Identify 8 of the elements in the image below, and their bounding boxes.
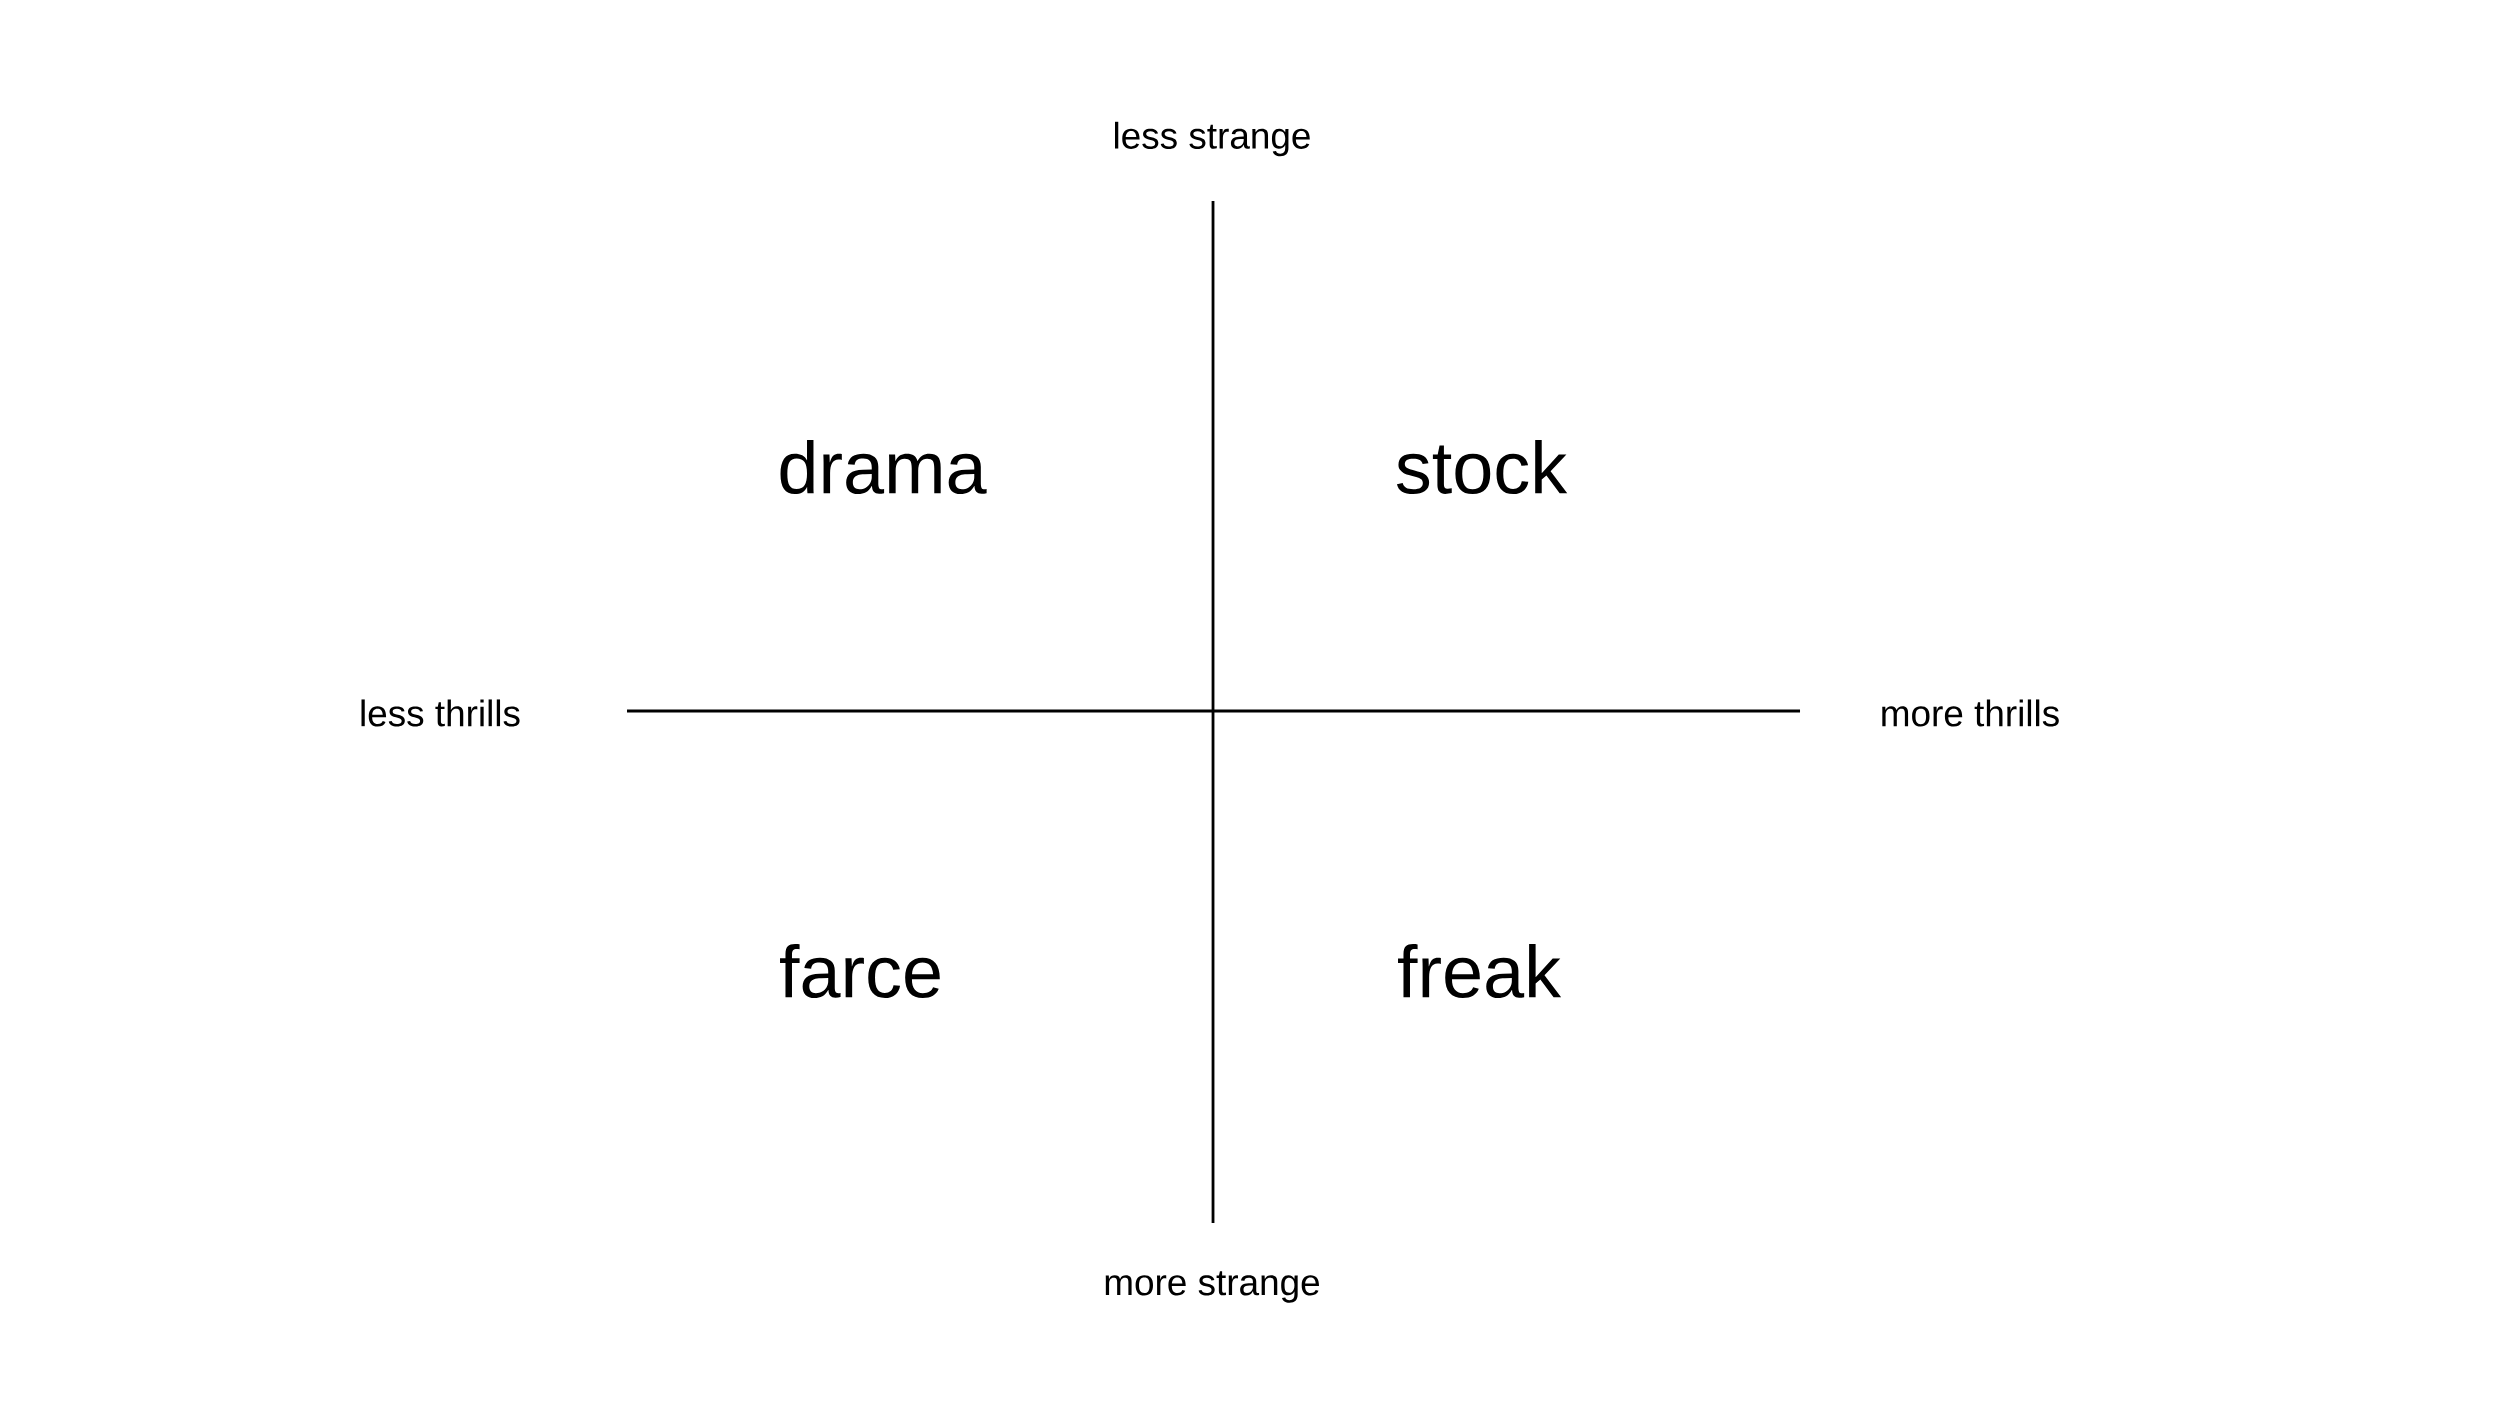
quadrant-label: stock (1396, 439, 1568, 495)
axis-label: less strange (1115, 121, 1310, 157)
quadrant-label: drama (780, 439, 987, 495)
quadrant-label: freak (1398, 943, 1562, 999)
axis-label: more thrills (1882, 699, 2059, 727)
axis-label: more strange (1105, 1271, 1319, 1303)
axis-label: less thrills (361, 699, 520, 727)
quadrant-label: farce (780, 943, 940, 999)
